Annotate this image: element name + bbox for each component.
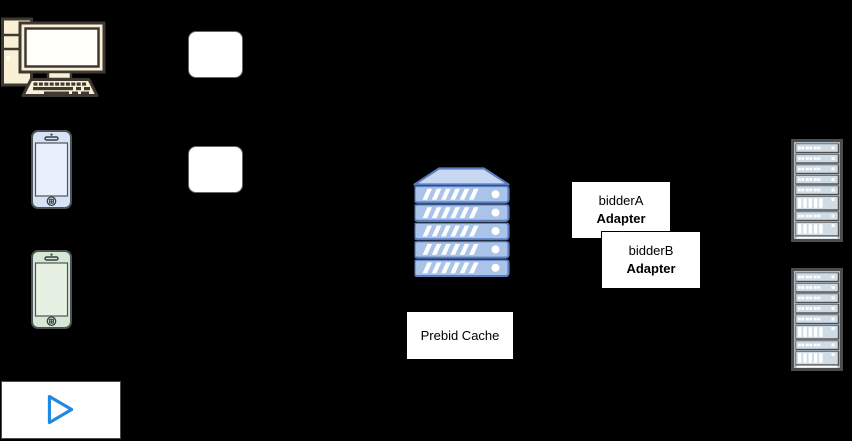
bidder-a-name: bidderA	[598, 193, 644, 208]
video-player	[1, 381, 121, 439]
rounded-card-middle	[188, 146, 243, 193]
smartphone-blue-icon	[31, 130, 72, 209]
server-rack-bottom-icon	[791, 268, 843, 371]
server-rack-top-icon	[791, 139, 843, 242]
desktop-computer-icon	[0, 8, 112, 100]
bidder-b-type: Adapter	[626, 261, 676, 276]
server-stack-icon	[413, 167, 510, 277]
bidder-b-name: bidderB	[628, 243, 674, 258]
rounded-card-top	[188, 31, 243, 78]
play-icon	[47, 394, 74, 425]
prebid-cache-node: Prebid Cache	[406, 311, 514, 360]
bidder-b-node: bidderB Adapter	[601, 231, 701, 289]
smartphone-green-icon	[31, 250, 72, 329]
prebid-cache-label: Prebid Cache	[420, 327, 500, 343]
bidder-a-type: Adapter	[596, 211, 646, 226]
